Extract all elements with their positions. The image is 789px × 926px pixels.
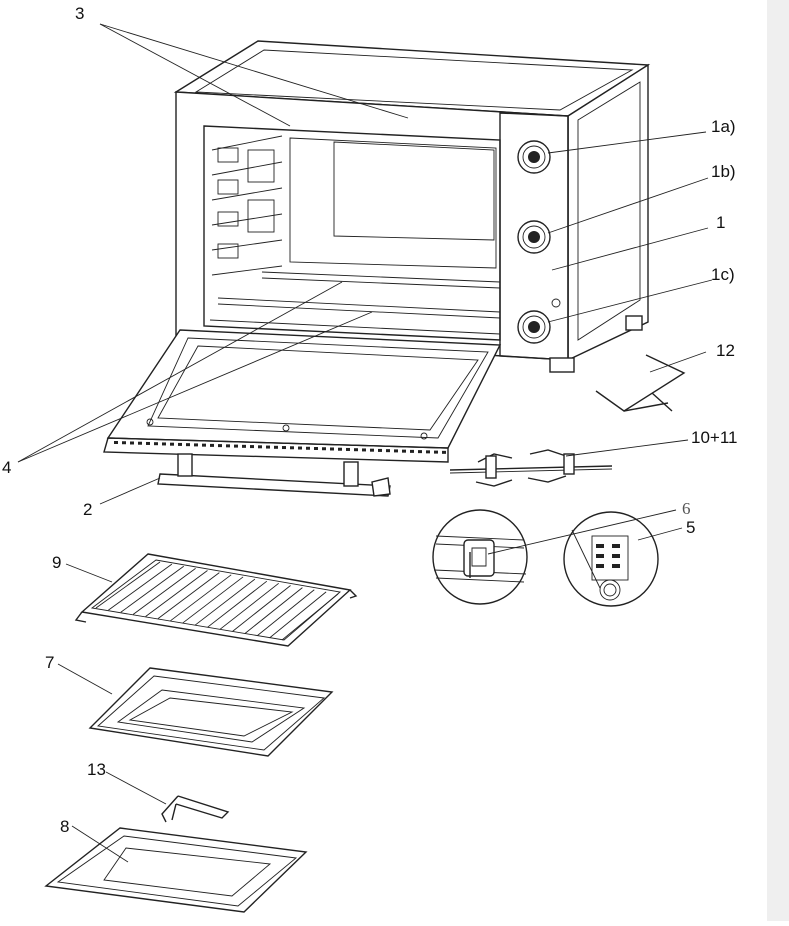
vent-slot xyxy=(186,443,190,447)
vent-slot xyxy=(338,447,342,451)
detail-circle-5 xyxy=(563,511,659,607)
rack-bar xyxy=(269,591,327,639)
rotisserie-spit xyxy=(449,449,613,487)
vent-slot xyxy=(178,442,182,446)
document-page: 3 1a) 1b) 1 1c) 12 10+11 4 2 6 5 9 7 13 … xyxy=(2,4,738,913)
knob-1a xyxy=(517,140,551,174)
vent-slot xyxy=(282,446,286,450)
rack-bar xyxy=(207,580,268,628)
callout-8: 8 xyxy=(60,817,69,836)
callout-1b: 1b) xyxy=(711,162,736,181)
callout-5: 5 xyxy=(686,518,695,537)
vent-slot xyxy=(426,450,430,454)
callout-10-11: 10+11 xyxy=(691,428,737,447)
rack-bar xyxy=(219,582,279,630)
vent-slot xyxy=(218,444,222,448)
vent-slot xyxy=(250,445,254,449)
callout-12: 12 xyxy=(716,341,735,360)
callout-9: 9 xyxy=(52,553,61,572)
oven-exploded-diagram: 3 1a) 1b) 1 1c) 12 10+11 4 2 6 5 9 7 13 … xyxy=(2,4,737,913)
rack-handle xyxy=(161,795,230,823)
callout-2: 2 xyxy=(83,500,92,519)
callout-3: 3 xyxy=(75,4,84,23)
detail-circle-6 xyxy=(432,509,528,605)
vent-slot xyxy=(226,444,230,448)
door-handle xyxy=(157,453,391,497)
vent-slot xyxy=(194,443,198,447)
vent-slot xyxy=(442,450,446,454)
door-vent-slots xyxy=(114,441,446,454)
callout-1: 1 xyxy=(716,213,725,232)
callout-4: 4 xyxy=(2,458,11,477)
vent-slot xyxy=(330,447,334,451)
callout-1c: 1c) xyxy=(711,265,735,284)
knob-1b xyxy=(517,220,551,254)
rack-bar xyxy=(157,572,220,620)
vent-slot xyxy=(418,450,422,454)
vent-slot xyxy=(170,442,174,446)
vent-slot xyxy=(258,445,262,449)
rack-bar xyxy=(108,563,173,611)
rack-bar xyxy=(145,570,208,617)
vent-slot xyxy=(154,442,158,446)
rack-bar xyxy=(182,576,244,624)
vent-slot xyxy=(130,441,134,445)
vent-slot xyxy=(114,441,118,444)
side-margin-strip xyxy=(767,0,789,921)
rack-bar xyxy=(132,568,196,615)
rack-bar xyxy=(244,587,303,634)
vent-slot xyxy=(394,449,398,453)
rack-bar xyxy=(256,589,315,637)
callout-1a: 1a) xyxy=(711,117,736,136)
rack-bar xyxy=(232,585,291,632)
vent-slot xyxy=(306,446,310,450)
rotisserie-handle xyxy=(595,354,686,412)
callout-labels: 3 1a) 1b) 1 1c) 12 10+11 4 2 6 5 9 7 13 … xyxy=(2,4,737,836)
oven-body xyxy=(173,40,651,373)
rack-bar xyxy=(194,578,256,626)
vent-slot xyxy=(362,448,366,452)
vent-slot xyxy=(210,443,214,447)
rack-bar xyxy=(170,574,232,622)
vent-slot xyxy=(234,444,238,448)
vent-slot xyxy=(202,443,206,447)
callout-7: 7 xyxy=(45,653,54,672)
vent-slot xyxy=(274,445,278,449)
vent-slot xyxy=(378,448,382,452)
vent-slot xyxy=(290,446,294,450)
vent-slot xyxy=(410,449,414,453)
rack-bar xyxy=(281,593,339,641)
leader-lines xyxy=(17,23,713,863)
vent-slot xyxy=(138,441,142,445)
vent-slot xyxy=(370,448,374,452)
vent-slot xyxy=(298,446,302,450)
indicator-light xyxy=(551,298,561,308)
callout-6: 6 xyxy=(682,499,691,518)
knob-1c xyxy=(517,310,551,344)
vent-slot xyxy=(386,449,390,453)
vent-slot xyxy=(354,448,358,452)
vent-slot xyxy=(266,445,270,449)
rack-bar xyxy=(95,561,161,609)
oven-door xyxy=(103,329,502,463)
vent-slot xyxy=(402,449,406,453)
vent-slot xyxy=(122,441,126,445)
vent-slot xyxy=(242,444,246,448)
baking-tray xyxy=(88,667,334,757)
vent-slot xyxy=(434,450,438,454)
vent-slot xyxy=(314,447,318,450)
callout-13: 13 xyxy=(87,760,106,779)
vent-slot xyxy=(322,447,326,451)
vent-slot xyxy=(146,441,150,445)
rack-bar xyxy=(120,565,184,613)
wire-rack xyxy=(74,553,358,647)
vent-slot xyxy=(162,442,166,446)
vent-slot xyxy=(346,447,350,451)
crumb-tray xyxy=(44,827,308,913)
